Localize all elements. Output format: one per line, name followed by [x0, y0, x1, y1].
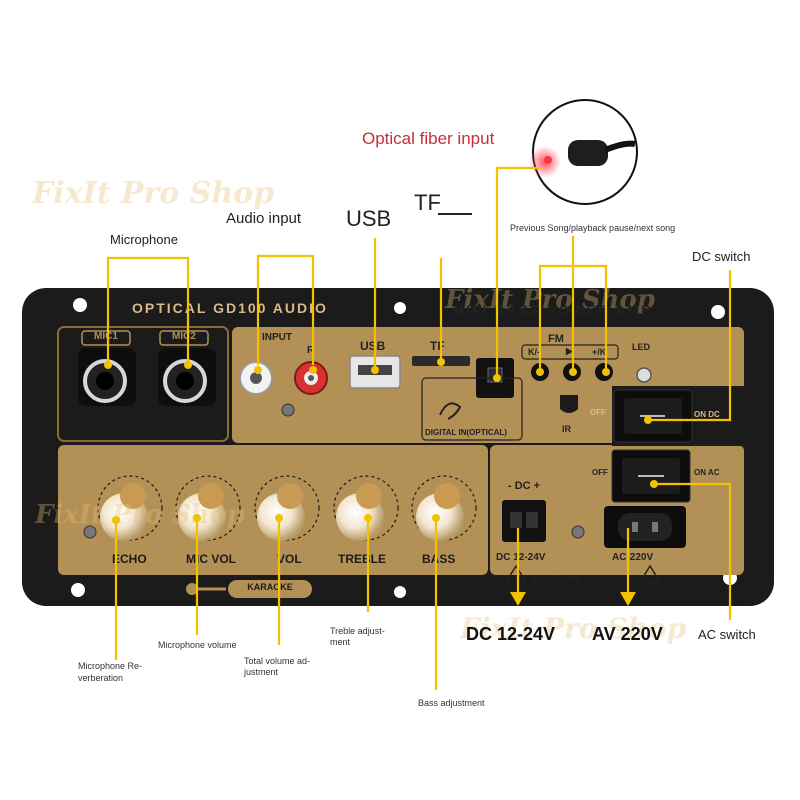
ac-range-label: AC-220V	[612, 552, 654, 563]
warning-triangle-icon	[638, 564, 662, 583]
annotation-ac-voltage: AV 220V	[592, 624, 663, 644]
r-label: R	[307, 345, 315, 356]
knob-label-mic-vol: MIC VOL	[186, 552, 236, 566]
ac-on-label: ON AC	[694, 468, 720, 477]
annotation-total-volume-1: Total volume ad-	[244, 656, 311, 666]
next-button-label: +/K	[592, 347, 607, 357]
treble-knob	[333, 475, 399, 541]
karaoke-label: KARAOKE	[247, 582, 293, 592]
dc-power-connector	[502, 500, 546, 542]
dc-on-label: ON DC	[694, 410, 720, 419]
dc-range-label: DC 12-24V	[496, 552, 546, 563]
ac-power-socket	[604, 506, 686, 548]
annotation-mic-reverb-1: Microphone Re-	[78, 661, 143, 671]
karaoke-badge	[186, 580, 312, 598]
optical-cable-icon	[439, 402, 462, 420]
knob-label-vol: VOL	[277, 552, 302, 566]
mic1-label: MIC1	[94, 331, 118, 342]
input-label: INPUT	[262, 332, 292, 343]
watermark: FixIt Pro Shop	[32, 176, 275, 211]
screw-icon	[571, 525, 585, 539]
board-title-left: OPTICAL GD100 AUDIO	[132, 300, 328, 316]
caution-label: CAUTION	[534, 574, 580, 585]
annotation-mic-volume: Microphone volume	[158, 640, 237, 650]
annotation-treble-2: ment	[330, 637, 351, 647]
annotation-dc-voltage: DC 12-24V	[466, 624, 556, 644]
annotation-dc-switch: DC switch	[692, 249, 751, 264]
annotation-treble-1: Treble adjust-	[330, 626, 385, 636]
caution-line-1: RISK OF ELECTRIC SHOCK	[528, 586, 607, 592]
caution-line-2: DO NOT OPEN	[540, 594, 582, 600]
digital-in-label: DIGITAL IN(OPTICAL)	[425, 428, 507, 437]
mic2-jack	[158, 348, 216, 406]
warning-triangle-icon	[504, 564, 528, 583]
annotation-total-volume-2: justment	[244, 667, 279, 677]
annotation-microphone: Microphone	[110, 232, 178, 247]
annotation-bass: Bass adjustment	[418, 698, 485, 708]
knob-label-echo: ECHO	[112, 552, 147, 566]
rca-left-jack	[239, 361, 273, 395]
annotation-usb: USB	[346, 206, 392, 231]
led-indicator	[636, 367, 652, 383]
mic-panel	[57, 326, 229, 442]
annotation-optical: Optical fiber input	[362, 129, 495, 148]
rca-right-jack	[294, 361, 328, 395]
ir-receiver	[560, 395, 578, 413]
mic2-label: MIC2	[172, 331, 196, 342]
watermark: FixIt Pro Shop	[35, 500, 245, 530]
led-label: LED	[632, 342, 650, 352]
annotation-audio-input: Audio input	[226, 210, 302, 227]
play-button-label: ▶	[566, 346, 573, 356]
screw-icon	[83, 525, 97, 539]
mic1-jack	[78, 348, 136, 406]
board-title-right: HIFI BASS POWER AMP	[454, 302, 653, 318]
screw-icon	[281, 403, 295, 417]
annotation-prev-next: Previous Song/playback pause/next song	[510, 223, 676, 233]
fm-label: FM	[548, 333, 564, 345]
annotation-ac-switch: AC switch	[698, 627, 756, 642]
dc-polarity-label: - DC +	[508, 480, 541, 492]
knob-label-treble: TREBLE	[338, 552, 386, 566]
bass-knob	[411, 475, 477, 541]
dc-rocker-switch	[613, 389, 693, 443]
watermark: FixIt Pro Shop	[445, 285, 655, 315]
ac-off-label: OFF	[592, 468, 608, 477]
mic-vol-knob	[175, 475, 241, 541]
echo-knob	[97, 475, 163, 541]
ir-label: IR	[562, 424, 571, 434]
annotation-mic-reverb-2: verberation	[78, 673, 124, 683]
usb-board-label: USB	[360, 339, 386, 353]
annotation-tf: TF	[414, 190, 441, 215]
dc-off-label: OFF	[590, 408, 606, 417]
prev-button-label: K/-	[528, 347, 540, 357]
watermark: FixIt Pro Shop	[460, 612, 687, 645]
optical-fiber-inset	[529, 99, 638, 205]
knob-label-bass: BASS	[422, 552, 456, 566]
